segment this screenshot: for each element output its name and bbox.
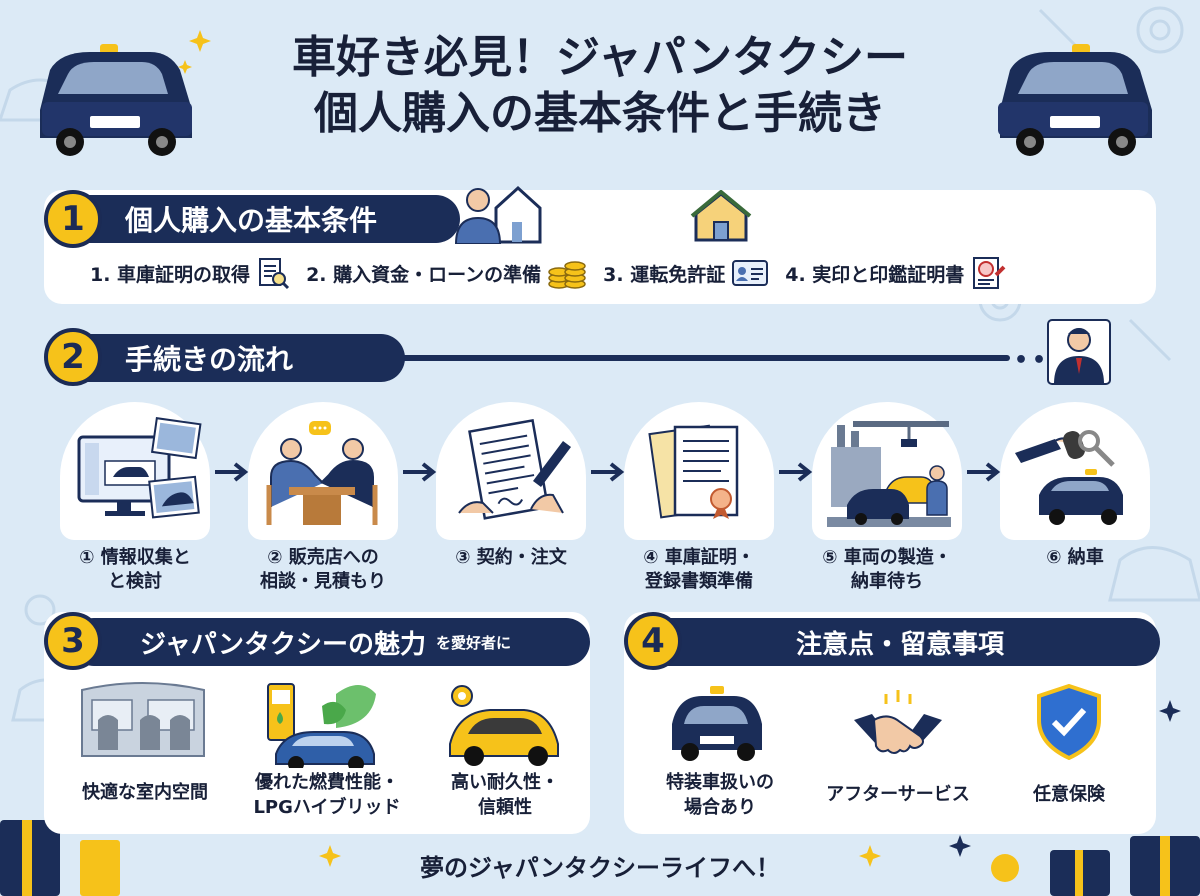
step-label-3: ③ 契約・注文 xyxy=(426,546,596,570)
feature-label-line: 高い耐久性・ xyxy=(451,772,559,793)
section3-number-badge: 3 xyxy=(44,612,102,670)
section4-heading: 注意点・留意事項 xyxy=(640,618,1160,666)
arrow-right-icon xyxy=(967,462,1001,482)
requirement-item: 1. 車庫証明の取得 xyxy=(90,256,290,290)
section3-heading-suffix: を愛好者に xyxy=(436,633,512,652)
feature-label-line: 信頼性 xyxy=(478,797,532,818)
handshake-icon xyxy=(854,690,942,754)
handshake-desk-icon xyxy=(266,421,378,525)
section3-heading: ジャパンタクシーの魅力 を愛好者に xyxy=(70,618,590,666)
factory-icon xyxy=(827,421,951,527)
timeline-line xyxy=(390,355,1010,361)
step-label-4: ④ 車庫証明・ 登録書類準備 xyxy=(614,546,784,594)
section4-number-badge: 4 xyxy=(624,612,682,670)
title-line-1: 車好き必見！ジャパンタクシー xyxy=(292,32,908,83)
note-label-2: アフターサービス xyxy=(800,782,996,807)
step-card-5 xyxy=(812,402,962,540)
step-label-line: ④ 車庫証明・ xyxy=(643,547,755,568)
title-line-2: 個人購入の基本条件と手続き xyxy=(314,88,886,139)
computer-photos-icon xyxy=(77,417,202,519)
step-label-line: ③ 契約・注文 xyxy=(455,547,567,568)
step-label-5: ⑤ 車両の製造・ 納車待ち xyxy=(802,546,972,594)
step-card-4 xyxy=(624,402,774,540)
timeline-dots: •• xyxy=(1014,348,1051,373)
section1-number-badge: 1 xyxy=(44,190,102,248)
house-icon xyxy=(690,190,752,242)
step-card-3 xyxy=(436,402,586,540)
section2-number-badge: 2 xyxy=(44,328,102,386)
section2-heading: 手続きの流れ xyxy=(70,334,405,382)
feature-label-1: 快適な室内空間 xyxy=(60,780,230,805)
requirement-label: 2. 購入資金・ローンの準備 xyxy=(306,263,542,286)
seal-document-icon xyxy=(973,257,1006,289)
arrow-right-icon xyxy=(591,462,625,482)
section2-heading-text: 手続きの流れ xyxy=(125,343,294,376)
step-card-2 xyxy=(248,402,398,540)
taxi-car-right-icon xyxy=(998,44,1152,156)
feature-label-2: 優れた燃費性能・ LPGハイブリッド xyxy=(232,770,422,820)
requirement-item: 4. 実印と印鑑証明書 xyxy=(785,255,1006,291)
note-label-line: アフターサービス xyxy=(826,784,970,805)
note-label-line: 任意保険 xyxy=(1033,784,1105,805)
step-label-2: ② 販売店への 相談・見積もり xyxy=(238,546,408,594)
step-label-line: 登録書類準備 xyxy=(645,571,753,592)
taxi-car-icon xyxy=(672,686,762,761)
person-house-icon xyxy=(454,185,542,244)
note-label-3: 任意保険 xyxy=(994,782,1144,807)
requirement-list: 1. 車庫証明の取得 2. 購入資金・ローンの準備 3. 運転免許証 4. 実印… xyxy=(90,255,1006,291)
feature-label-line: 快適な室内空間 xyxy=(82,782,208,803)
step-label-line: 相談・見積もり xyxy=(260,571,386,592)
requirement-item: 3. 運転免許証 xyxy=(603,258,769,288)
coin-stack-icon xyxy=(548,261,586,289)
arrow-right-icon xyxy=(779,462,813,482)
arrow-right-icon xyxy=(215,462,249,482)
step-label-line: ⑤ 車両の製造・ xyxy=(822,547,952,568)
requirement-label: 1. 車庫証明の取得 xyxy=(90,263,251,286)
step-label-6: ⑥ 納車 xyxy=(990,546,1160,570)
salesperson-icon xyxy=(1047,319,1111,385)
step-label-line: ⑥ 納車 xyxy=(1046,547,1104,568)
step-label-line: と検討 xyxy=(108,571,162,592)
arrow-right-icon xyxy=(403,462,437,482)
footer-tagline: 夢のジャパンタクシーライフへ！ xyxy=(420,854,780,882)
car-key-icon xyxy=(1015,430,1123,525)
note-label-line: 特装車扱いの xyxy=(666,772,774,793)
requirement-label: 3. 運転免許証 xyxy=(603,263,726,286)
feature-label-line: LPGハイブリッド xyxy=(253,797,401,818)
requirement-item: 2. 購入資金・ローンの準備 xyxy=(306,256,587,290)
signing-contract-icon xyxy=(458,419,571,520)
step-label-1: ① 情報収集と と検討 xyxy=(50,546,220,594)
fuel-eco-car-icon xyxy=(267,683,376,768)
requirement-label: 4. 実印と印鑑証明書 xyxy=(785,263,965,286)
step-label-line: ① 情報収集と xyxy=(79,547,191,568)
section3-heading-text: ジャパンタクシーの魅力 xyxy=(140,629,427,660)
step-label-line: 納車待ち xyxy=(851,571,923,592)
id-card-icon xyxy=(732,260,769,286)
page-title: 車好き必見！ジャパンタクシー 個人購入の基本条件と手続き xyxy=(0,30,1200,142)
documents-icon xyxy=(648,424,739,519)
step-card-1 xyxy=(60,402,210,540)
section1-heading: 個人購入の基本条件 xyxy=(70,195,460,243)
note-label-1: 特装車扱いの 場合あり xyxy=(640,770,800,820)
note-label-line: 場合あり xyxy=(684,797,756,818)
step-card-6 xyxy=(1000,402,1150,540)
feature-label-3: 高い耐久性・ 信頼性 xyxy=(420,770,590,820)
yellow-car-gear-icon xyxy=(449,685,559,766)
section1-heading-text: 個人購入の基本条件 xyxy=(125,204,378,237)
section4-heading-text: 注意点・留意事項 xyxy=(795,629,1004,660)
car-interior-icon xyxy=(81,682,205,757)
step-label-line: ② 販売店への xyxy=(267,547,379,568)
feature-label-line: 優れた燃費性能・ xyxy=(255,772,399,793)
document-magnifier-icon xyxy=(259,258,290,290)
taxi-car-left-icon xyxy=(40,44,192,156)
shield-check-icon xyxy=(1037,684,1101,760)
